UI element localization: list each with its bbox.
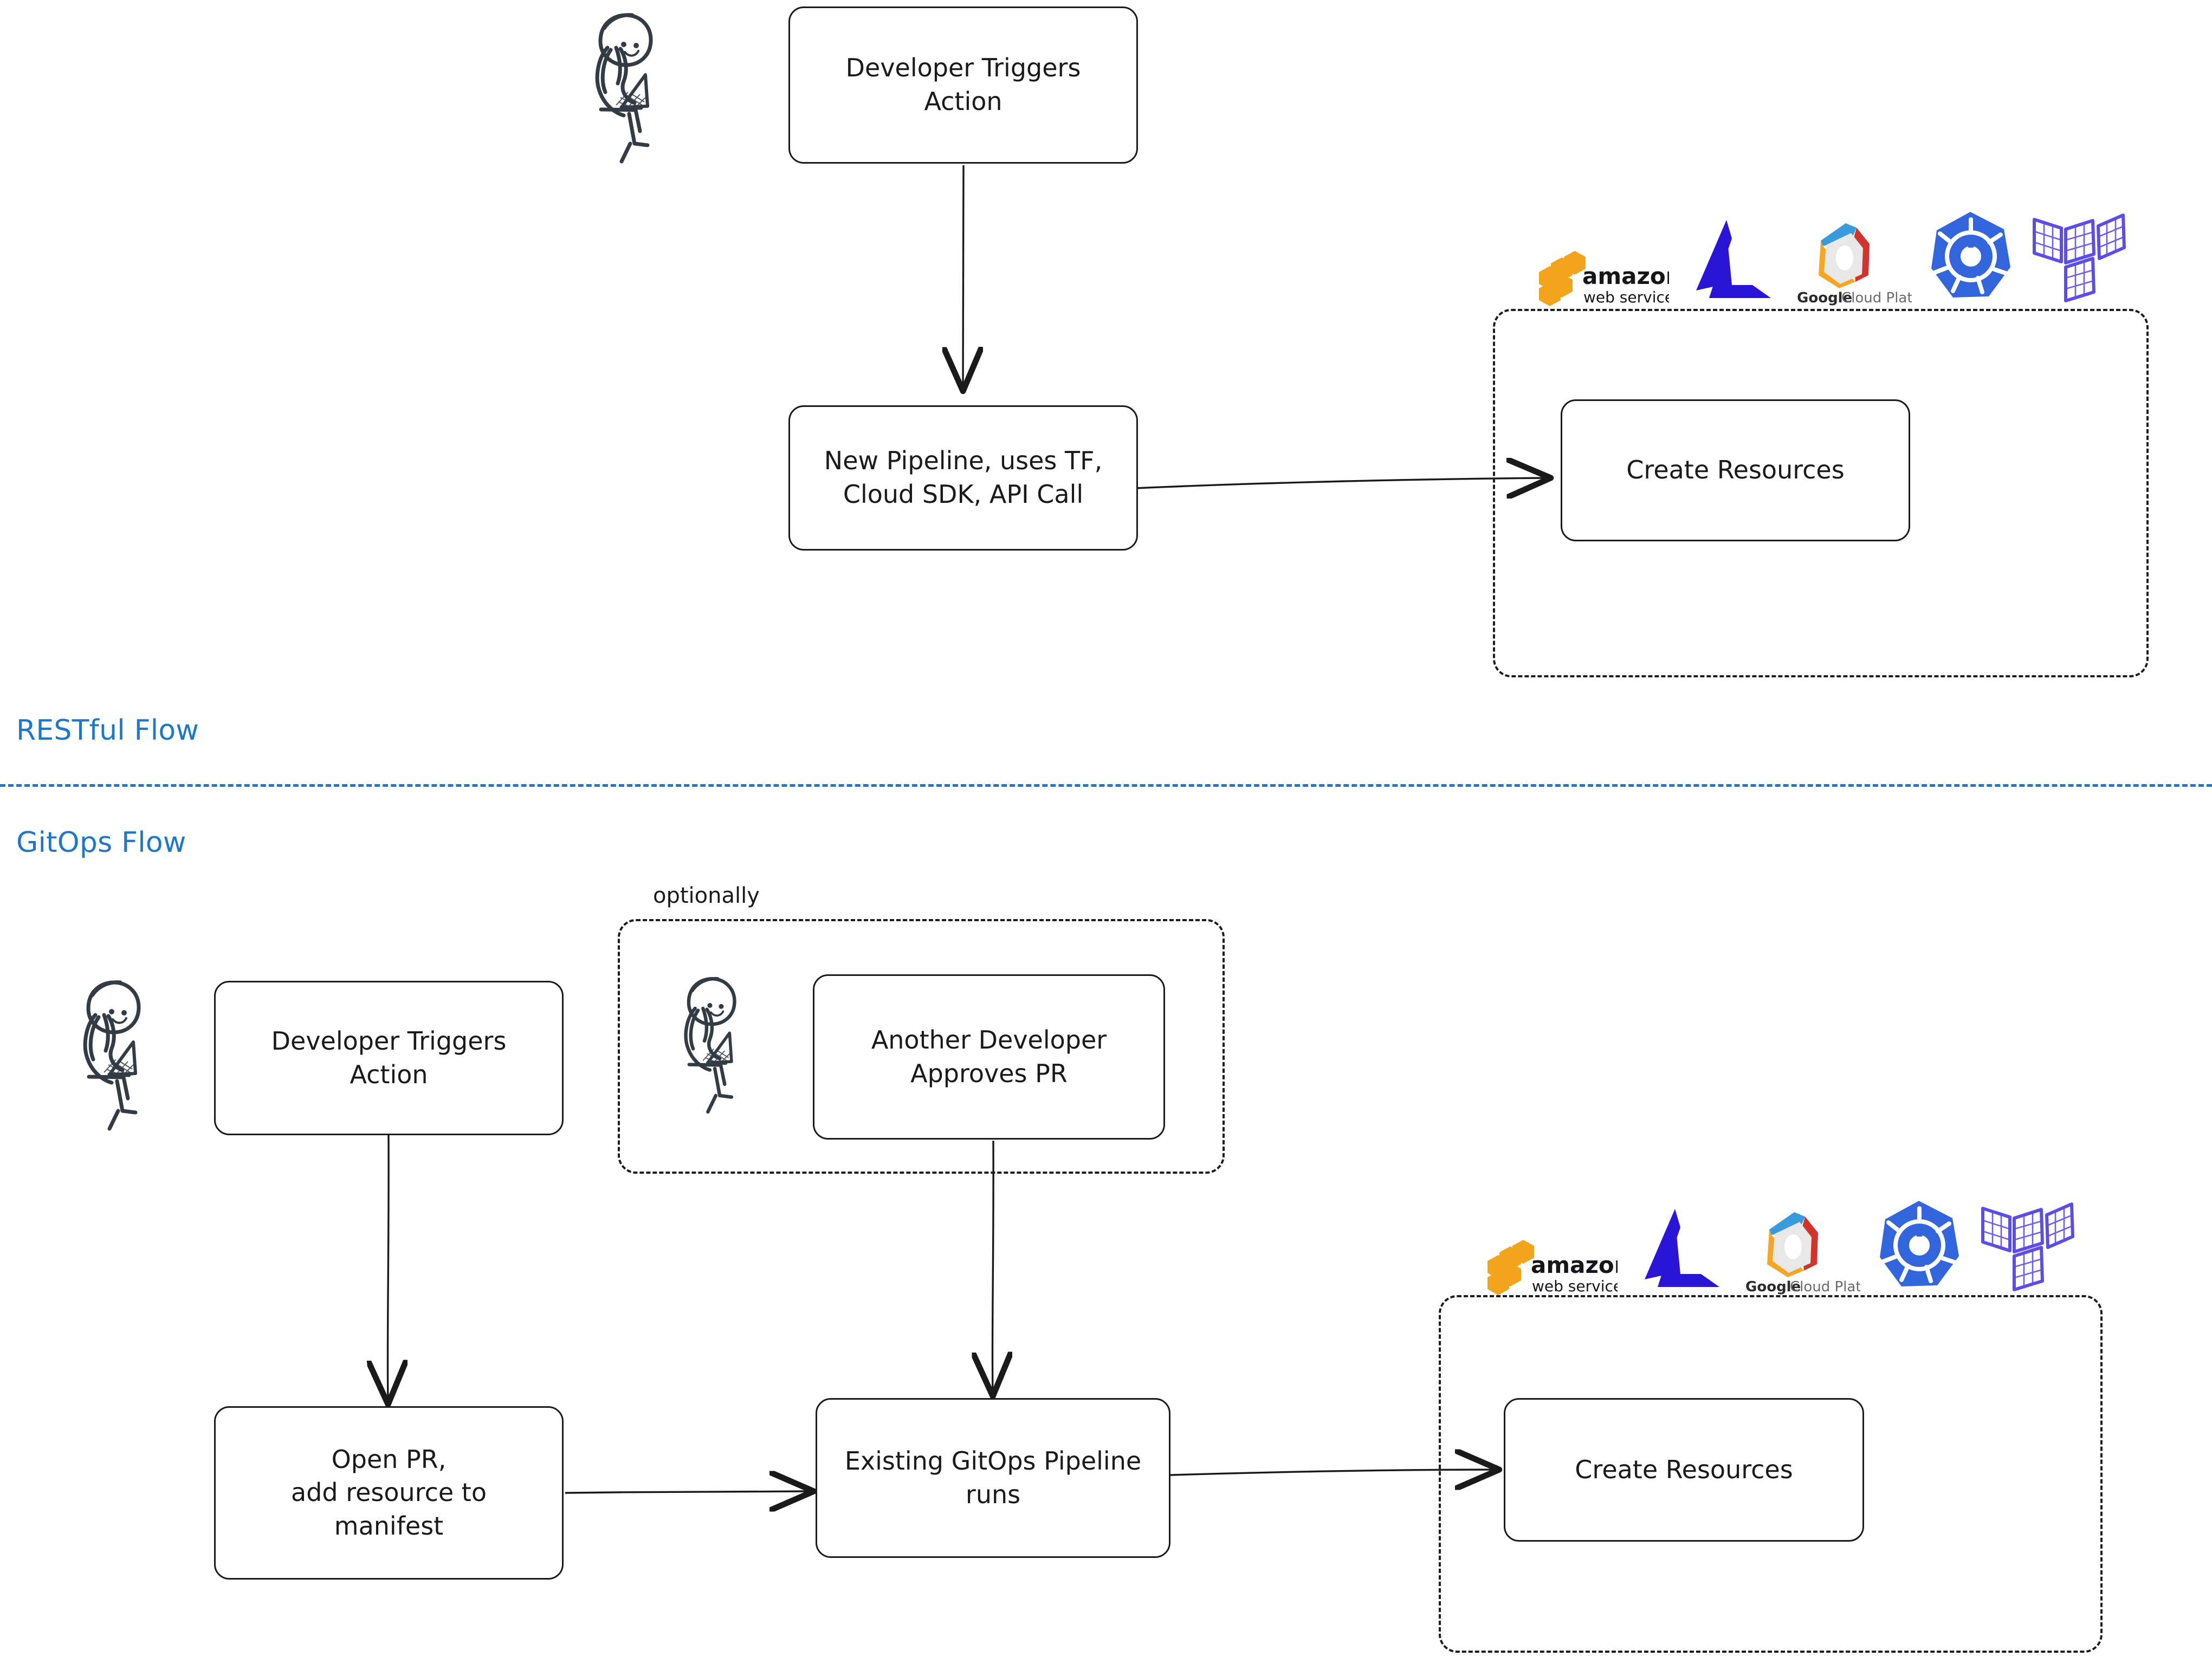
node-line: Create Resources xyxy=(1626,455,1845,485)
node-create-resources-gitops[interactable]: Create Resources xyxy=(1504,1398,1864,1542)
amazon-web-services-logo: amazon web services xyxy=(1523,244,1669,309)
terraform-logo xyxy=(1978,1198,2076,1298)
node-line: Approves PR xyxy=(910,1058,1068,1088)
optionally-caption: optionally xyxy=(653,883,760,908)
section-label-gitops-flow: GitOps Flow xyxy=(16,826,186,859)
section-divider xyxy=(0,784,2212,787)
node-new-pipeline-restful[interactable]: New Pipeline, uses TF, Cloud SDK, API Ca… xyxy=(788,405,1138,551)
edge-pipeline-to-create-gitops xyxy=(1170,1470,1496,1475)
gcp-wordmark-cloud-platform: Cloud Platform xyxy=(1841,290,1912,306)
gcp-wordmark-google: Google xyxy=(1797,290,1852,306)
node-create-resources-restful[interactable]: Create Resources xyxy=(1561,399,1910,541)
cloud-logo-row-restful: amazon web services xyxy=(1523,206,2127,309)
node-line: manifest xyxy=(334,1511,444,1541)
aws-subtext: web services xyxy=(1583,288,1669,306)
gcp-wordmark-google: Google xyxy=(1745,1279,1801,1295)
node-developer-triggers-action-gitops[interactable]: Developer Triggers Action xyxy=(214,981,564,1135)
section-label-restful-flow: RESTful Flow xyxy=(16,714,199,747)
cloud-provider-group-gitops xyxy=(1439,1295,2103,1653)
developer-with-laptop-figure-restful xyxy=(588,5,707,184)
terraform-logo xyxy=(2030,209,2127,309)
another-developer-with-laptop-figure xyxy=(677,970,786,1133)
kubernetes-logo xyxy=(1925,209,2017,309)
node-line: Developer Triggers xyxy=(845,53,1081,83)
node-open-pr-add-resource[interactable]: Open PR, add resource to manifest xyxy=(214,1406,564,1580)
edge-openpr-to-pipeline xyxy=(565,1491,810,1493)
node-line: add resource to xyxy=(291,1478,487,1508)
kubernetes-logo xyxy=(1873,1198,1965,1298)
node-line: Existing GitOps Pipeline xyxy=(844,1446,1142,1476)
aws-wordmark: amazon xyxy=(1582,263,1669,289)
google-cloud-platform-logo: Google Cloud Platform xyxy=(1736,1200,1860,1298)
gcp-wordmark-cloud-platform: Cloud Platform xyxy=(1790,1279,1860,1295)
cloud-provider-group-restful xyxy=(1493,309,2149,677)
node-line: New Pipeline, uses TF, xyxy=(824,446,1103,476)
node-line: Action xyxy=(350,1059,428,1089)
optional-approval-group xyxy=(618,919,1225,1174)
microsoft-azure-logo xyxy=(1631,1206,1723,1298)
aws-subtext: web services xyxy=(1532,1277,1618,1295)
cloud-logo-row-gitops: amazon web services xyxy=(1471,1195,2076,1298)
node-existing-gitops-pipeline[interactable]: Existing GitOps Pipeline runs xyxy=(816,1398,1170,1558)
node-line: Cloud SDK, API Call xyxy=(843,480,1084,509)
edge-gitops-devtrigger-to-openpr xyxy=(387,1135,389,1401)
node-developer-triggers-action-restful[interactable]: Developer Triggers Action xyxy=(788,7,1138,164)
developer-with-laptop-figure-gitops xyxy=(73,973,198,1152)
edge-pipeline-to-create xyxy=(1134,478,1547,488)
node-line: Open PR, xyxy=(331,1444,447,1474)
microsoft-azure-logo xyxy=(1682,217,1774,309)
node-line: runs xyxy=(965,1479,1021,1509)
node-line: Developer Triggers xyxy=(271,1026,507,1056)
edge-approve-to-pipeline xyxy=(992,1140,993,1393)
amazon-web-services-logo: amazon web services xyxy=(1471,1233,1618,1298)
node-line: Another Developer xyxy=(871,1025,1107,1055)
node-line: Create Resources xyxy=(1575,1454,1793,1484)
node-line: Action xyxy=(924,87,1002,116)
google-cloud-platform-logo: Google Cloud Platform xyxy=(1787,211,1912,309)
aws-wordmark: amazon xyxy=(1531,1252,1618,1278)
node-another-developer-approves-pr[interactable]: Another Developer Approves PR xyxy=(813,974,1165,1140)
